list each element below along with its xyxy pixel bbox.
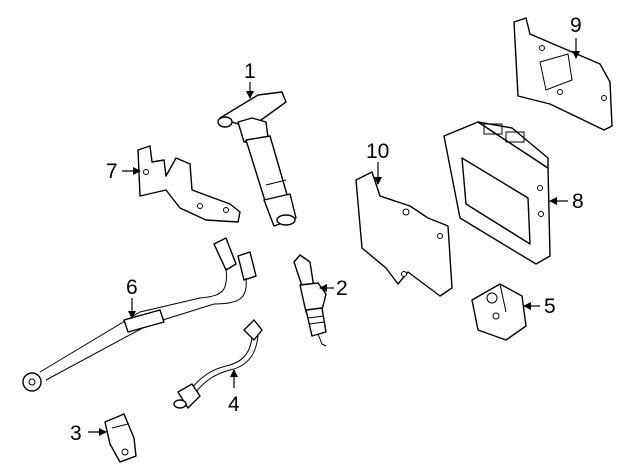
callout-label: 6 (126, 276, 138, 299)
callout-label: 3 (70, 422, 82, 445)
callout-label: 8 (572, 190, 584, 213)
sensor-clip[interactable] (104, 413, 137, 463)
knock-sensor[interactable] (471, 283, 527, 341)
callout-label: 10 (366, 140, 389, 163)
callout-5: 5 (523, 295, 556, 318)
module-bracket[interactable] (355, 171, 453, 297)
spark-plug[interactable] (293, 254, 327, 347)
callout-2: 2 (319, 277, 348, 300)
callout-10: 10 (366, 140, 389, 185)
callout-label: 4 (228, 393, 240, 416)
callout-9: 9 (570, 14, 582, 59)
wiring-harness[interactable] (22, 237, 257, 392)
engine-control-module[interactable] (443, 121, 551, 265)
callout-label: 5 (544, 295, 556, 318)
coil-bracket[interactable] (137, 145, 241, 223)
callout-label: 2 (336, 277, 348, 300)
oxygen-sensor[interactable] (173, 319, 263, 409)
callout-label: 1 (244, 60, 256, 83)
callout-7: 7 (106, 160, 141, 183)
callout-4: 4 (228, 369, 240, 416)
ecm-bracket[interactable] (513, 17, 613, 131)
callout-8: 8 (549, 190, 584, 213)
callout-3: 3 (70, 422, 107, 445)
callout-1: 1 (244, 60, 256, 99)
callout-label: 7 (106, 160, 118, 183)
callout-label: 9 (570, 14, 582, 37)
callout-6: 6 (126, 276, 138, 319)
ignition-coil[interactable] (217, 91, 297, 227)
